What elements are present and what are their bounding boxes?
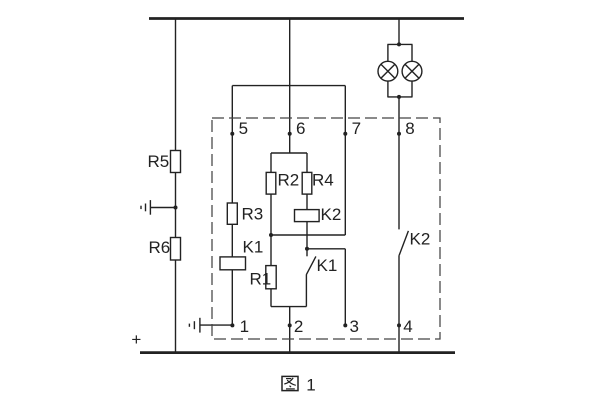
svg-text:R3: R3 xyxy=(242,205,264,224)
svg-text:1: 1 xyxy=(240,317,249,336)
svg-text:5: 5 xyxy=(239,119,248,138)
svg-text:R1: R1 xyxy=(250,270,272,289)
svg-text:R6: R6 xyxy=(149,238,171,257)
svg-text:6: 6 xyxy=(296,119,305,138)
svg-text:K2: K2 xyxy=(321,205,342,224)
svg-text:R4: R4 xyxy=(312,171,334,190)
svg-text:+: + xyxy=(131,330,141,349)
svg-text:4: 4 xyxy=(403,317,412,336)
svg-text:K2: K2 xyxy=(410,230,431,249)
svg-text:2: 2 xyxy=(294,317,303,336)
svg-text:1: 1 xyxy=(306,375,315,394)
svg-text:R5: R5 xyxy=(148,152,170,171)
svg-text:K1: K1 xyxy=(243,238,264,257)
svg-text:8: 8 xyxy=(405,119,414,138)
svg-text:R2: R2 xyxy=(278,171,300,190)
svg-text:K1: K1 xyxy=(317,256,338,275)
svg-text:7: 7 xyxy=(352,119,361,138)
svg-text:3: 3 xyxy=(350,317,359,336)
